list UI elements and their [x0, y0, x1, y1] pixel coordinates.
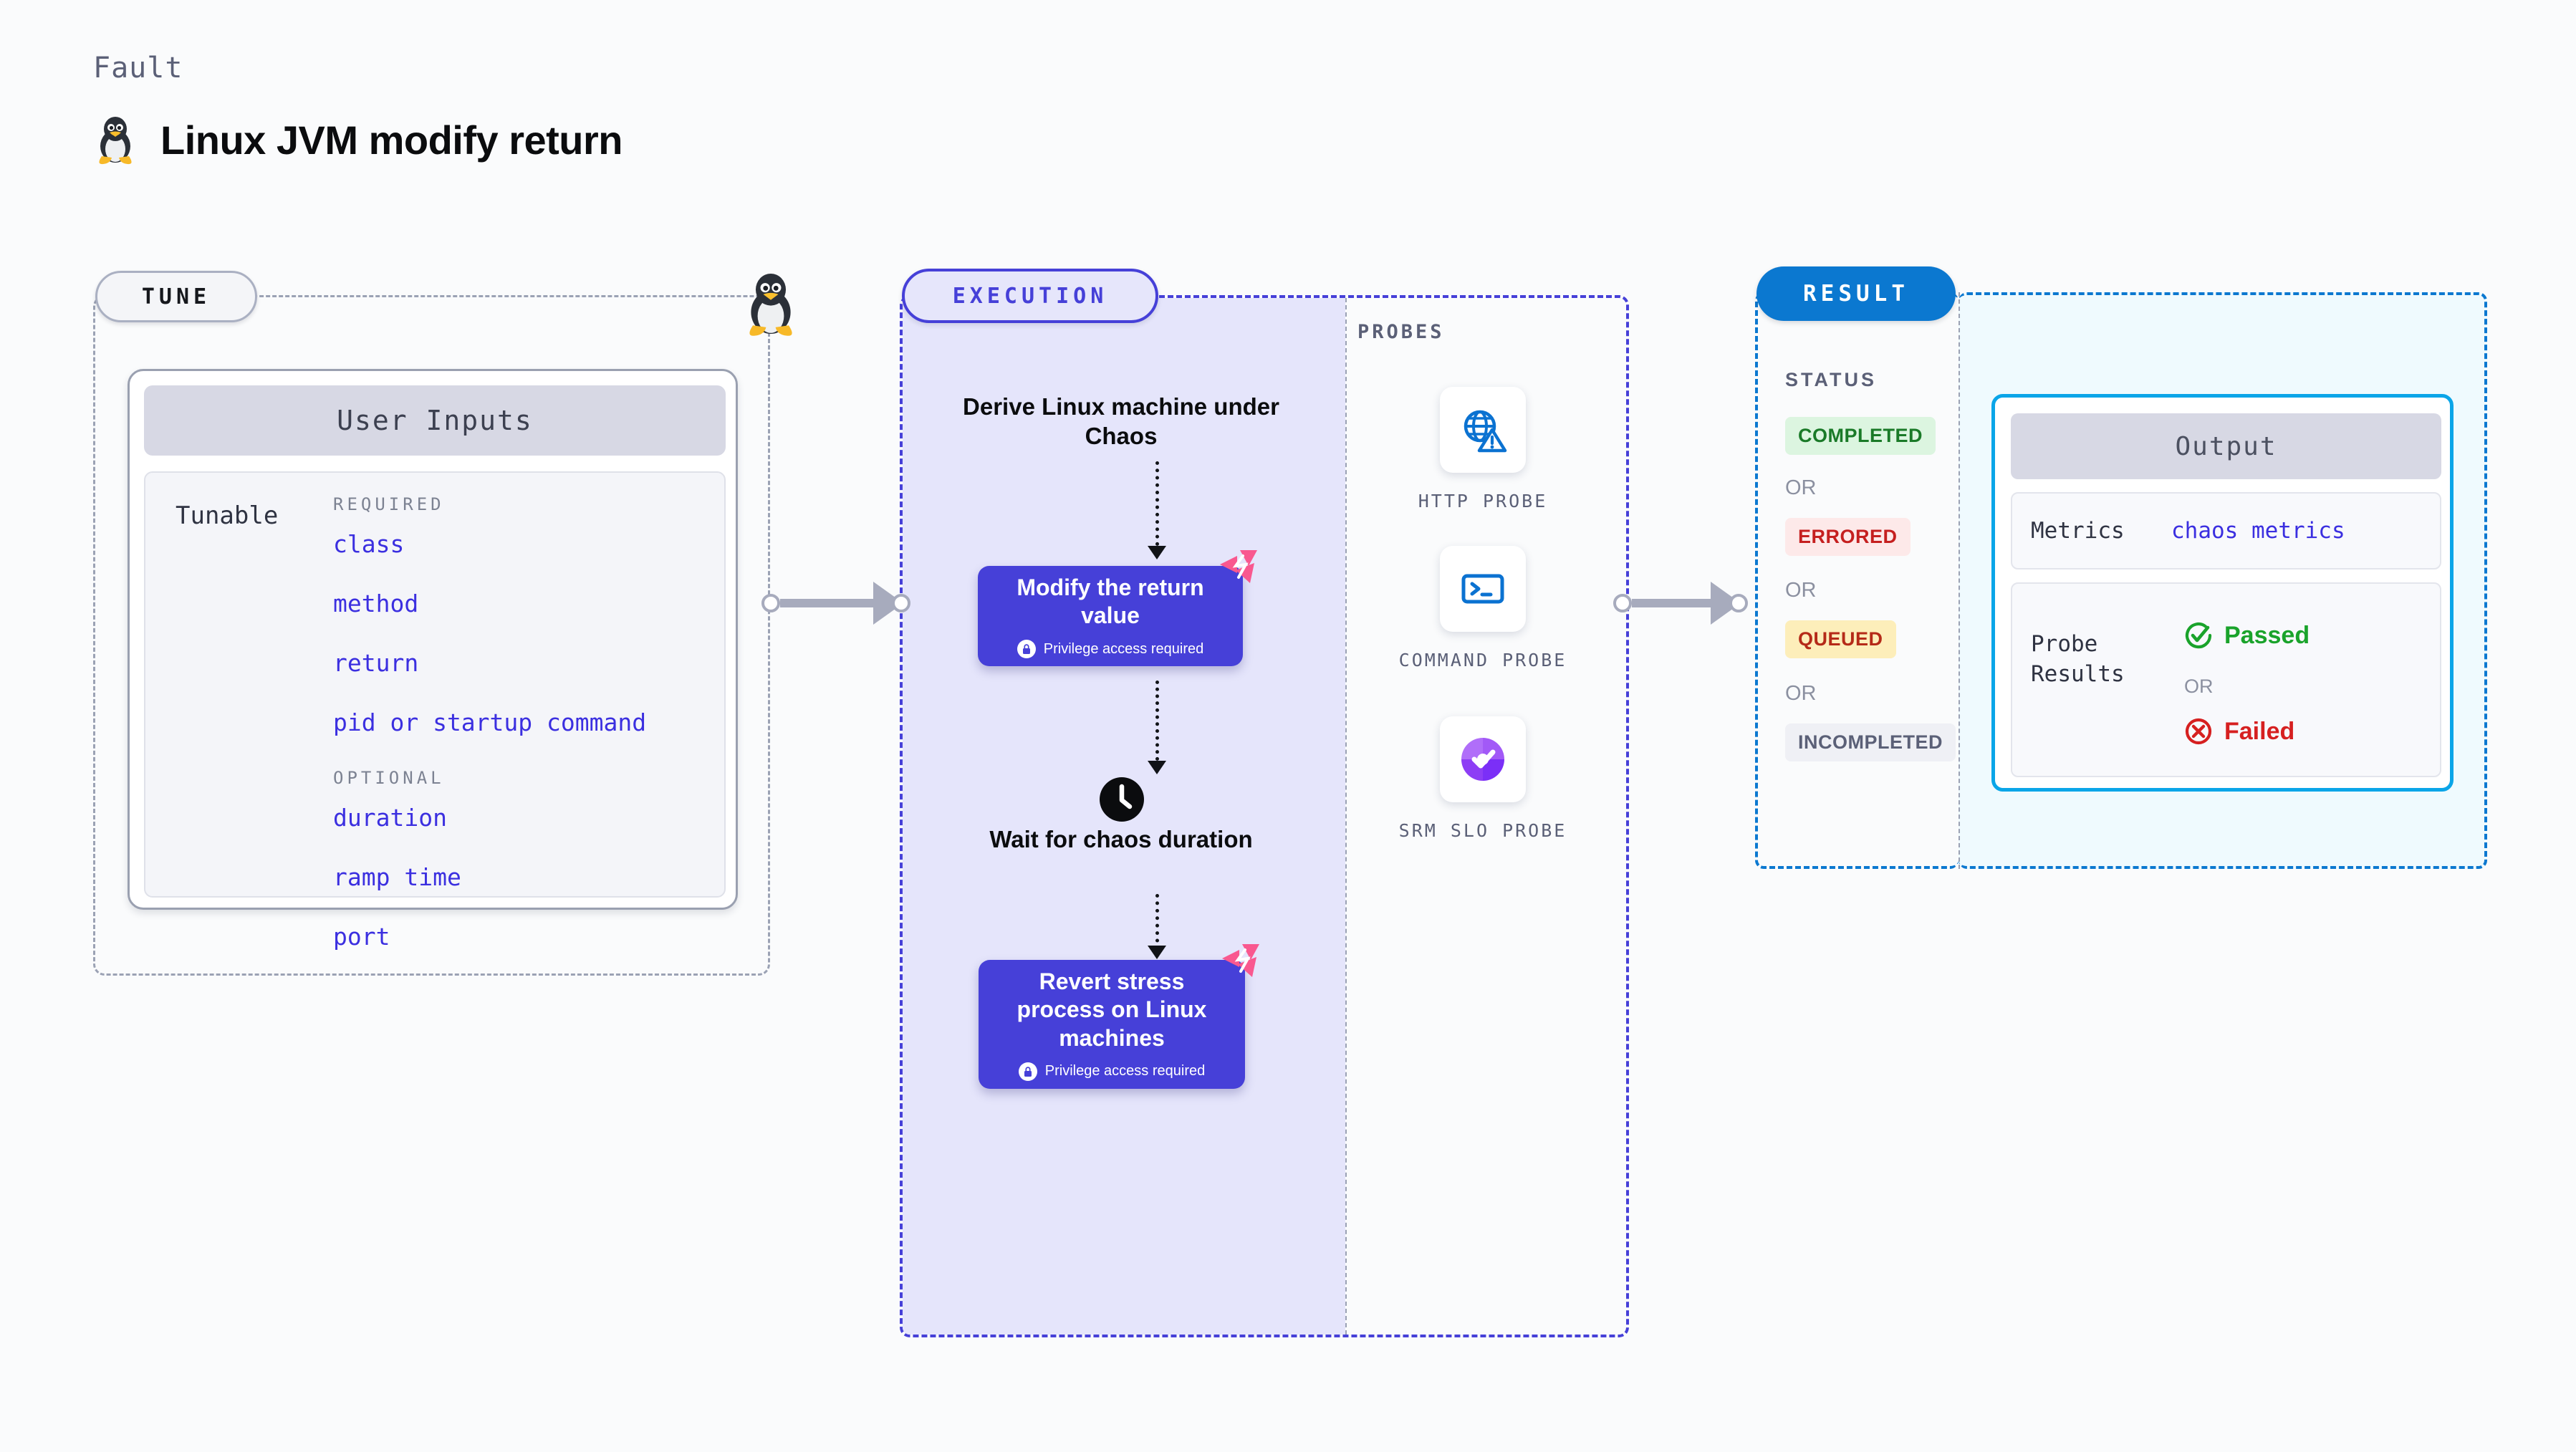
check-circle-icon	[2185, 622, 2212, 649]
tunable-ramp-time[interactable]: ramp time	[333, 863, 461, 891]
execution-badge: EXECUTION	[902, 269, 1158, 323]
probe-label: COMMAND PROBE	[1398, 650, 1567, 670]
probe-result-failed: Failed	[2184, 717, 2294, 746]
probe-tile	[1440, 387, 1526, 473]
tunable-list: REQUIRED class method return pid or star…	[333, 494, 706, 951]
clock-icon	[1100, 777, 1144, 822]
probes-to-result-arrow	[1613, 582, 1748, 625]
or-separator: OR	[1785, 682, 1817, 705]
step-wait-for-chaos-duration: Wait for chaos duration	[989, 826, 1253, 852]
or-separator: OR	[2184, 675, 2214, 697]
connector-bar	[780, 599, 875, 607]
connector-bar	[1632, 599, 1712, 607]
tunable-panel: Tunable REQUIRED class method return pid…	[144, 471, 726, 951]
linux-penguin-icon	[749, 273, 792, 336]
metrics-key: Metrics	[2031, 518, 2125, 544]
connector-end-dot	[892, 594, 910, 612]
privilege-note-text: Privilege access required	[1044, 1063, 1206, 1080]
harness-mark-icon	[1222, 944, 1259, 977]
optional-group-title: OPTIONAL	[333, 768, 445, 788]
tune-badge: TUNE	[95, 271, 257, 322]
tunable-return[interactable]: return	[333, 649, 419, 677]
output-card: Output Metrics chaos metrics Probe Resul…	[1991, 394, 2454, 792]
globe-warning-icon	[1464, 410, 1507, 453]
user-inputs-title: User Inputs	[144, 385, 726, 456]
probe-result-passed: Passed	[2184, 621, 2310, 650]
flow-connector-3	[1155, 894, 1159, 950]
result-status-region	[1755, 292, 1959, 869]
metrics-value[interactable]: chaos metrics	[2171, 518, 2345, 544]
user-inputs-card: User Inputs Tunable REQUIRED class metho…	[128, 369, 738, 951]
terminal-icon	[1461, 574, 1504, 604]
tunable-row-label: Tunable	[176, 501, 279, 530]
probe-results-key: Probe Results	[2031, 631, 2125, 687]
required-group-title: REQUIRED	[333, 494, 445, 514]
connector-start-dot	[1613, 594, 1632, 612]
privilege-note: Privilege access required	[1017, 640, 1204, 659]
privilege-note-text: Privilege access required	[1043, 640, 1204, 657]
flow-connector-2	[1155, 681, 1159, 761]
probe-tile	[1440, 546, 1526, 632]
tunable-method[interactable]: method	[333, 590, 419, 617]
status-badge-completed: COMPLETED	[1785, 417, 1936, 455]
execution-probes-divider	[1345, 298, 1347, 1335]
flow-arrowhead-3	[1148, 946, 1166, 959]
flow-arrowhead-1	[1148, 546, 1166, 559]
slo-donut-check-icon	[1461, 738, 1504, 781]
probe-label: HTTP PROBE	[1418, 491, 1548, 511]
probe-results-row: Probe Results Passed OR Failed	[2011, 582, 2441, 777]
tunable-pid-or-startup-command[interactable]: pid or startup command	[333, 708, 647, 736]
action-card-modify-return[interactable]: Modify the return value Privilege access…	[978, 550, 1257, 666]
probes-section-label: PROBES	[1357, 321, 1445, 343]
probe-tile	[1440, 716, 1526, 802]
tunable-duration[interactable]: duration	[333, 804, 447, 832]
step-derive-linux-machine: Derive Linux machine under Chaos	[963, 393, 1279, 449]
status-section-label: STATUS	[1785, 369, 1877, 390]
probe-label: SRM SLO PROBE	[1398, 820, 1567, 841]
tunable-port[interactable]: port	[333, 923, 390, 951]
tune-to-execution-arrow	[761, 582, 910, 625]
connector-start-dot	[761, 594, 780, 612]
probe-srm-slo[interactable]: SRM SLO PROBE	[1397, 716, 1569, 843]
tune-region	[93, 295, 770, 976]
status-badge-queued: QUEUED	[1785, 620, 1896, 658]
probe-command[interactable]: COMMAND PROBE	[1397, 546, 1569, 673]
status-output-divider	[1959, 292, 1960, 869]
or-separator: OR	[1785, 579, 1817, 602]
fault-eyebrow-label: Fault	[93, 52, 183, 85]
passed-label: Passed	[2224, 621, 2310, 649]
status-badge-errored: ERRORED	[1785, 518, 1911, 556]
linux-penguin-icon	[99, 117, 132, 165]
connector-end-dot	[1729, 594, 1748, 612]
or-separator: OR	[1785, 476, 1817, 499]
failed-label: Failed	[2224, 717, 2295, 745]
privilege-note: Privilege access required	[1018, 1062, 1206, 1081]
action-card-revert-stress[interactable]: Revert stress process on Linux machines …	[979, 944, 1259, 1089]
flow-arrowhead-2	[1148, 761, 1166, 774]
metrics-row: Metrics chaos metrics	[2011, 492, 2441, 569]
page-title: Linux JVM modify return	[160, 117, 623, 163]
action-title: Revert stress process on Linux machines	[1017, 968, 1207, 1051]
x-circle-icon	[2185, 718, 2212, 745]
output-card-title: Output	[2011, 413, 2441, 479]
tunable-class[interactable]: class	[333, 530, 405, 558]
lock-icon	[1017, 640, 1036, 659]
flow-connector-1	[1155, 461, 1159, 546]
lock-icon	[1018, 1062, 1037, 1081]
page-title-row: Linux JVM modify return	[93, 115, 623, 165]
probe-http[interactable]: HTTP PROBE	[1397, 387, 1569, 514]
action-title: Modify the return value	[1017, 574, 1204, 628]
status-badge-incompleted: INCOMPLETED	[1785, 723, 1956, 761]
harness-mark-icon	[1220, 550, 1257, 583]
result-badge: RESULT	[1756, 266, 1956, 321]
